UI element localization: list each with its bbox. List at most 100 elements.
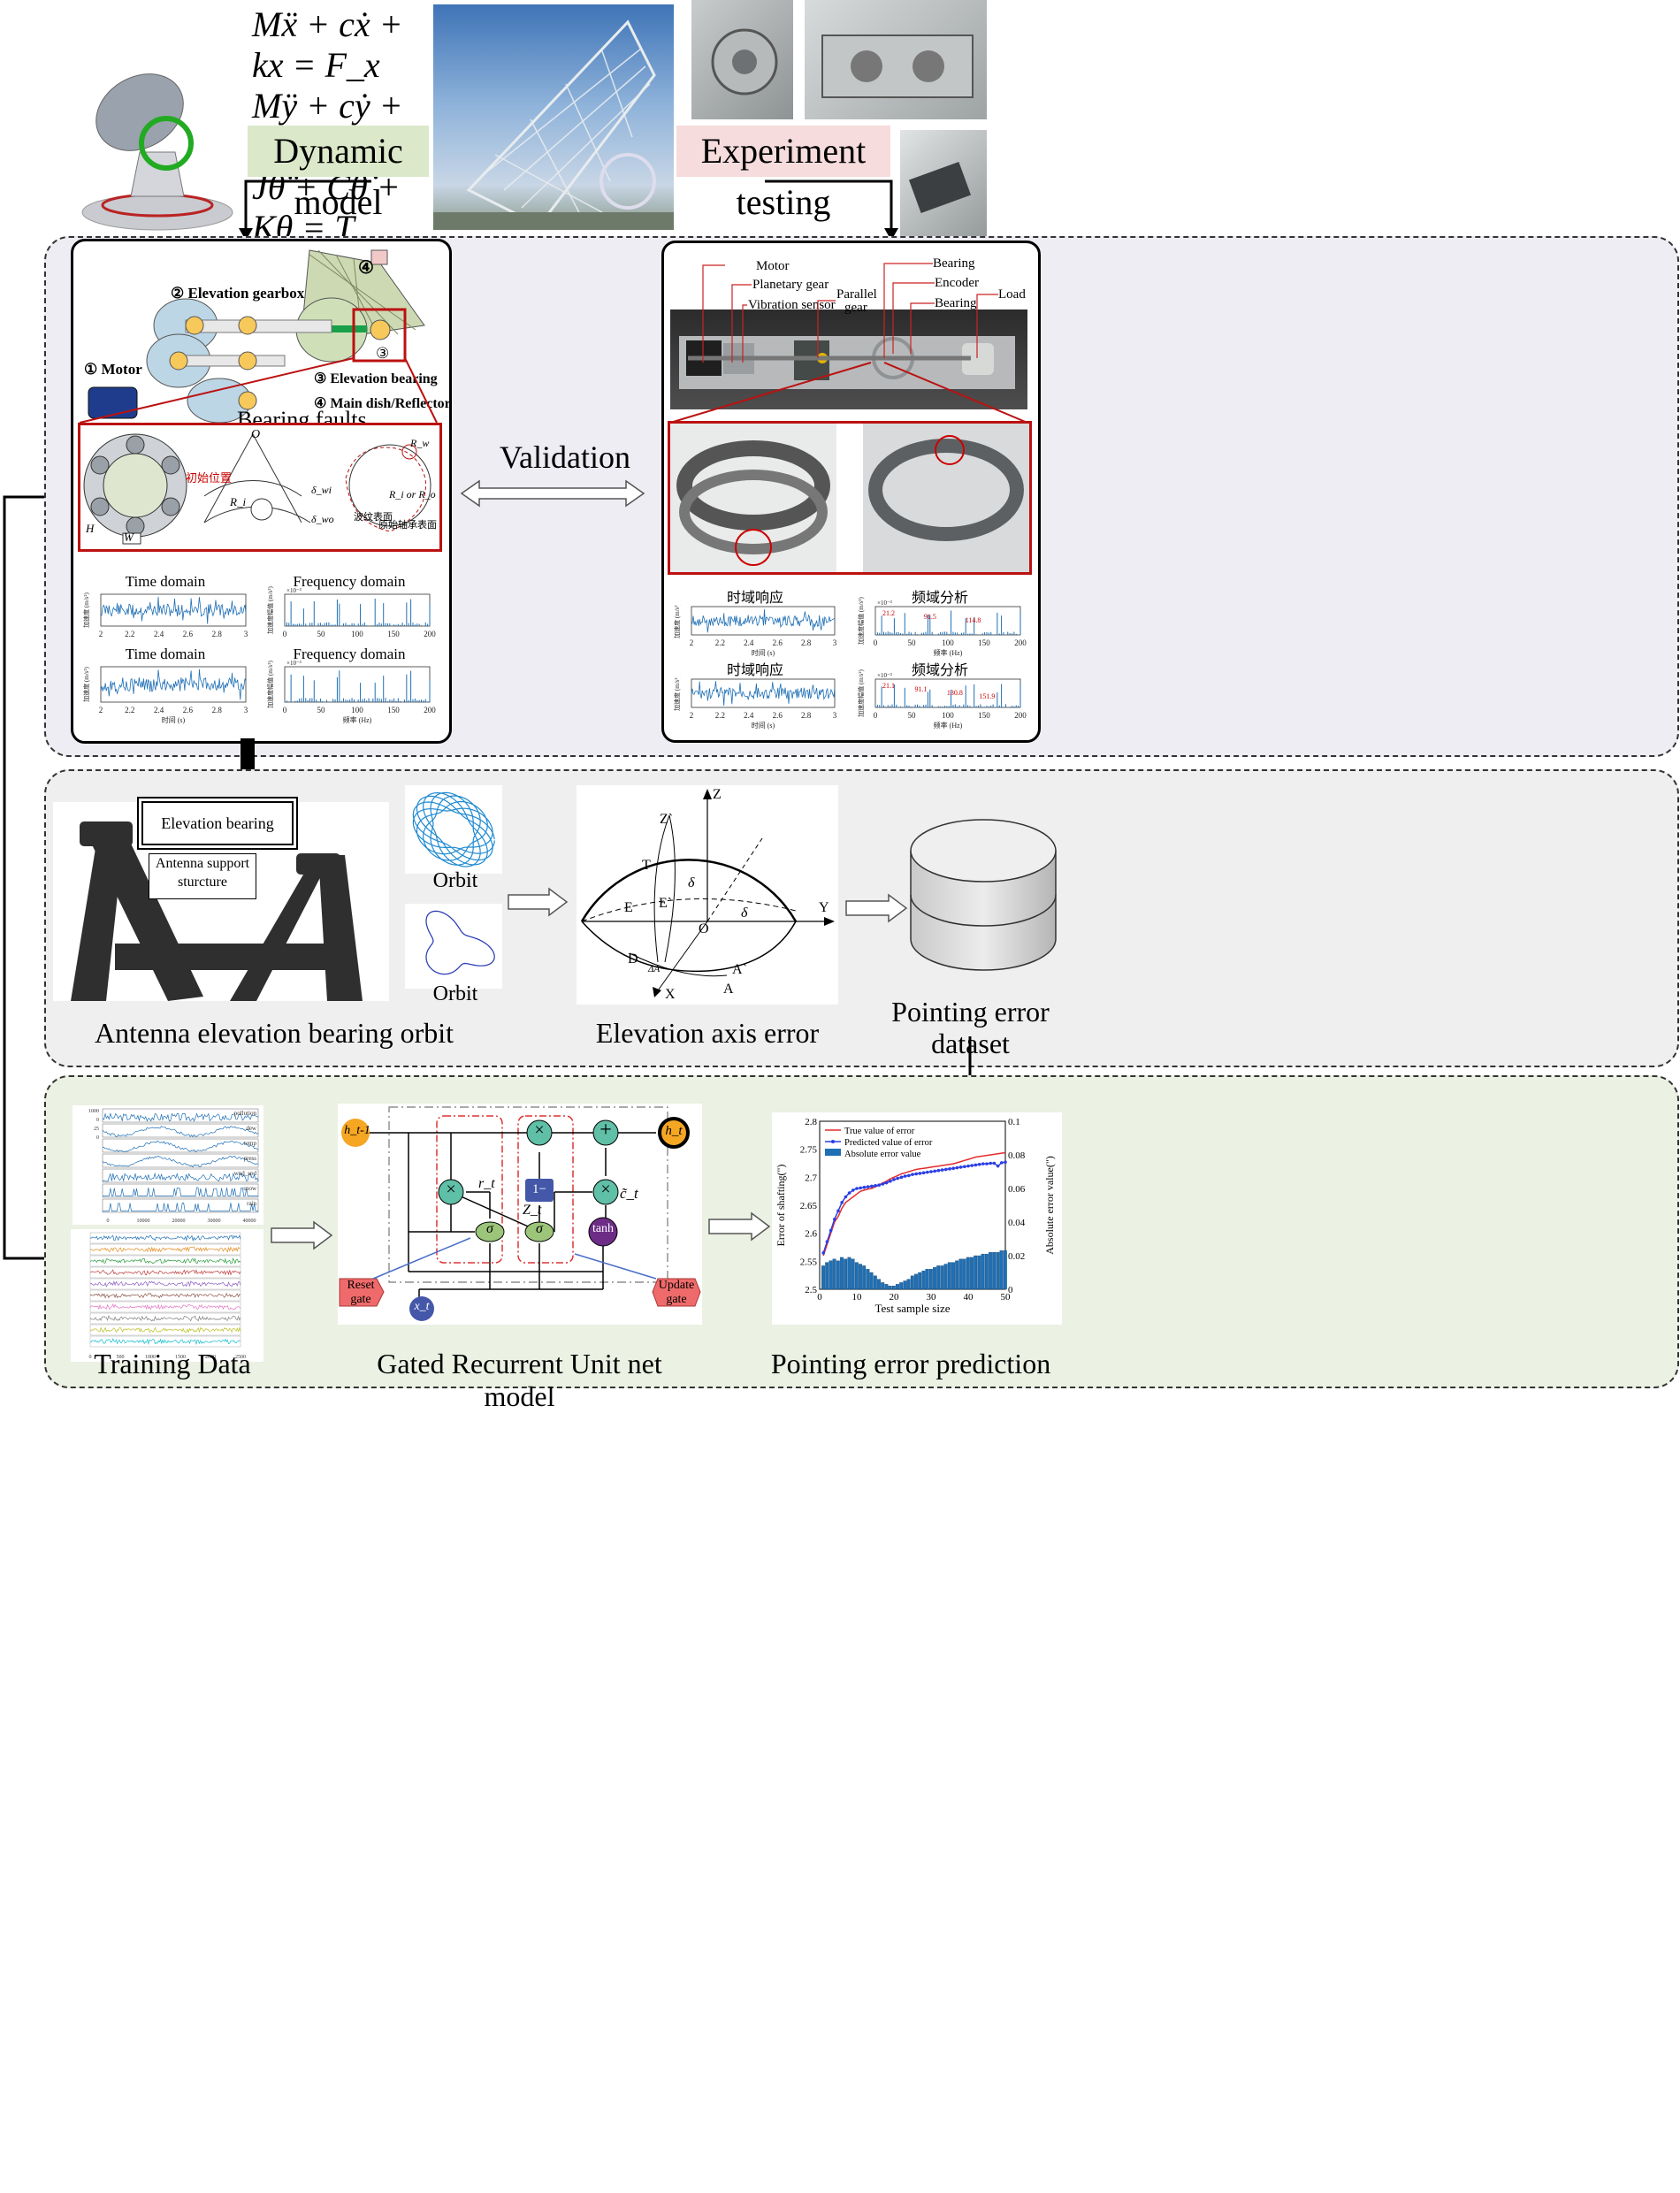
y2-axis-label: Absolute error value(") [1043, 1156, 1056, 1255]
training2-xtick: 2000 [205, 1355, 216, 1360]
gru-rt: r_t [478, 1176, 495, 1191]
point-predicted-value [955, 1165, 959, 1170]
label-H: H [86, 522, 95, 535]
label-W: W [124, 531, 134, 544]
training-xtick: 30000 [208, 1219, 221, 1224]
point-predicted-value [833, 1218, 836, 1221]
y2-tick-label: 0.1 [1008, 1117, 1020, 1127]
signal-tick: 150 [978, 711, 990, 720]
signal-ylabel: 加速度 (m/s²) [673, 605, 681, 638]
signal-tick: 50 [908, 711, 917, 720]
legend-swatch-dot [831, 1140, 835, 1143]
axis-error-diagram [577, 785, 838, 1005]
bar-absolute-error [910, 1275, 914, 1290]
legend-swatch [825, 1149, 841, 1156]
point-predicted-value [985, 1162, 989, 1165]
signal-ylabel: 加速度幅值 (m/s²) [266, 586, 274, 634]
axis-label-Ep: E` [659, 896, 673, 911]
label-elevation-bearing: ③ Elevation bearing [314, 371, 438, 386]
signal-ylabel: 加速度幅值 (m/s²) [266, 661, 274, 708]
x-tick-label: 50 [1001, 1292, 1012, 1303]
point-predicted-value [944, 1167, 948, 1172]
bar-absolute-error [866, 1269, 870, 1290]
y-tick-label: 2.75 [800, 1145, 818, 1156]
orbit-label-1: Orbit [432, 869, 478, 892]
rig-label-motor: Motor [756, 259, 790, 273]
signal-tick: 3 [244, 706, 248, 714]
arrow-to-dataset [845, 893, 908, 923]
rig-label-gear: gear [844, 301, 867, 315]
signal-tick: 3 [833, 638, 837, 647]
signal-plot-title: Time domain [125, 573, 206, 590]
bar-absolute-error [821, 1265, 825, 1290]
signal-ylabel: 加速度幅值 (m/s²) [857, 669, 865, 717]
signal-tick: 0 [283, 706, 287, 714]
arrow-to-prediction [708, 1211, 771, 1242]
point-predicted-value [855, 1187, 859, 1190]
signal-plot-title: Frequency domain [293, 573, 406, 590]
label-motor: ① Motor [84, 361, 142, 378]
arrow-to-axis [508, 887, 569, 917]
signal-tick: 3 [833, 711, 837, 720]
bar-absolute-error [862, 1265, 867, 1290]
point-predicted-value [844, 1195, 848, 1199]
bar-absolute-error [996, 1252, 1000, 1290]
training-series-label: temp [244, 1140, 256, 1147]
bar-absolute-error [891, 1286, 896, 1290]
training-series-line [102, 1140, 259, 1153]
caption-dataset: Pointing error dataset [884, 996, 1057, 1059]
bar-absolute-error [840, 1257, 844, 1290]
caption-axis-error: Elevation axis error [595, 1017, 820, 1049]
label-number-3: ③ [376, 345, 390, 362]
x-tick-label: 30 [927, 1292, 937, 1303]
antenna-3d-model [78, 64, 237, 232]
signal-tick: 100 [942, 638, 954, 647]
signal-peak-label: 91.5 [924, 613, 936, 621]
signal-tick: 150 [387, 630, 400, 638]
zoom-lines [79, 357, 438, 424]
bar-absolute-error [974, 1255, 978, 1290]
training-signal-line [89, 1280, 241, 1288]
x-tick-label: 20 [890, 1292, 900, 1303]
signal-ylabel: 加速度幅值 (m/s²) [857, 597, 865, 645]
signal-tick: 200 [1014, 638, 1027, 647]
bar-absolute-error [847, 1257, 851, 1290]
point-predicted-value [977, 1162, 981, 1166]
gru-one-minus: 1− [532, 1182, 546, 1196]
caption-dataset-2: error [994, 996, 1050, 1028]
point-predicted-value [877, 1183, 881, 1187]
training-series-label: pollution [234, 1110, 257, 1117]
signal-plot-title: Frequency domain [293, 646, 406, 662]
point-predicted-value [981, 1162, 985, 1165]
point-predicted-value [825, 1240, 829, 1243]
signal-exponent: ×10⁻³ [877, 672, 892, 679]
orbit-plot-1 [405, 785, 502, 874]
point-predicted-value [963, 1165, 966, 1169]
arrow-to-gru [271, 1220, 333, 1250]
test-rig-photo [670, 309, 1027, 409]
top-connectors [239, 180, 898, 241]
point-predicted-value [840, 1201, 844, 1204]
bar-absolute-error [832, 1258, 836, 1290]
training-series-label: wnd_spd [234, 1170, 257, 1177]
caption-prediction: Pointing error prediction [770, 1348, 1051, 1379]
rig-label-parallel: Parallel [836, 287, 877, 302]
label-delta-wo: δ_wo [311, 513, 334, 525]
rig-label-load: Load [998, 287, 1026, 302]
rig-label-bearing-2: Bearing [935, 296, 977, 310]
signal-plot-title: 频域分析 [911, 663, 968, 678]
signal-tick: 2.6 [183, 706, 194, 714]
signal-ylabel: 加速度 (m/s²) [673, 677, 681, 711]
signal-plot-title: 时域响应 [726, 591, 783, 606]
signal-peak-label: 130.8 [947, 689, 963, 697]
signal-tick: 2.6 [773, 711, 783, 720]
training2-xtick: 1500 [175, 1355, 186, 1360]
signal-tick: 2.2 [715, 638, 725, 647]
axis-label-Z: Z [713, 787, 722, 802]
